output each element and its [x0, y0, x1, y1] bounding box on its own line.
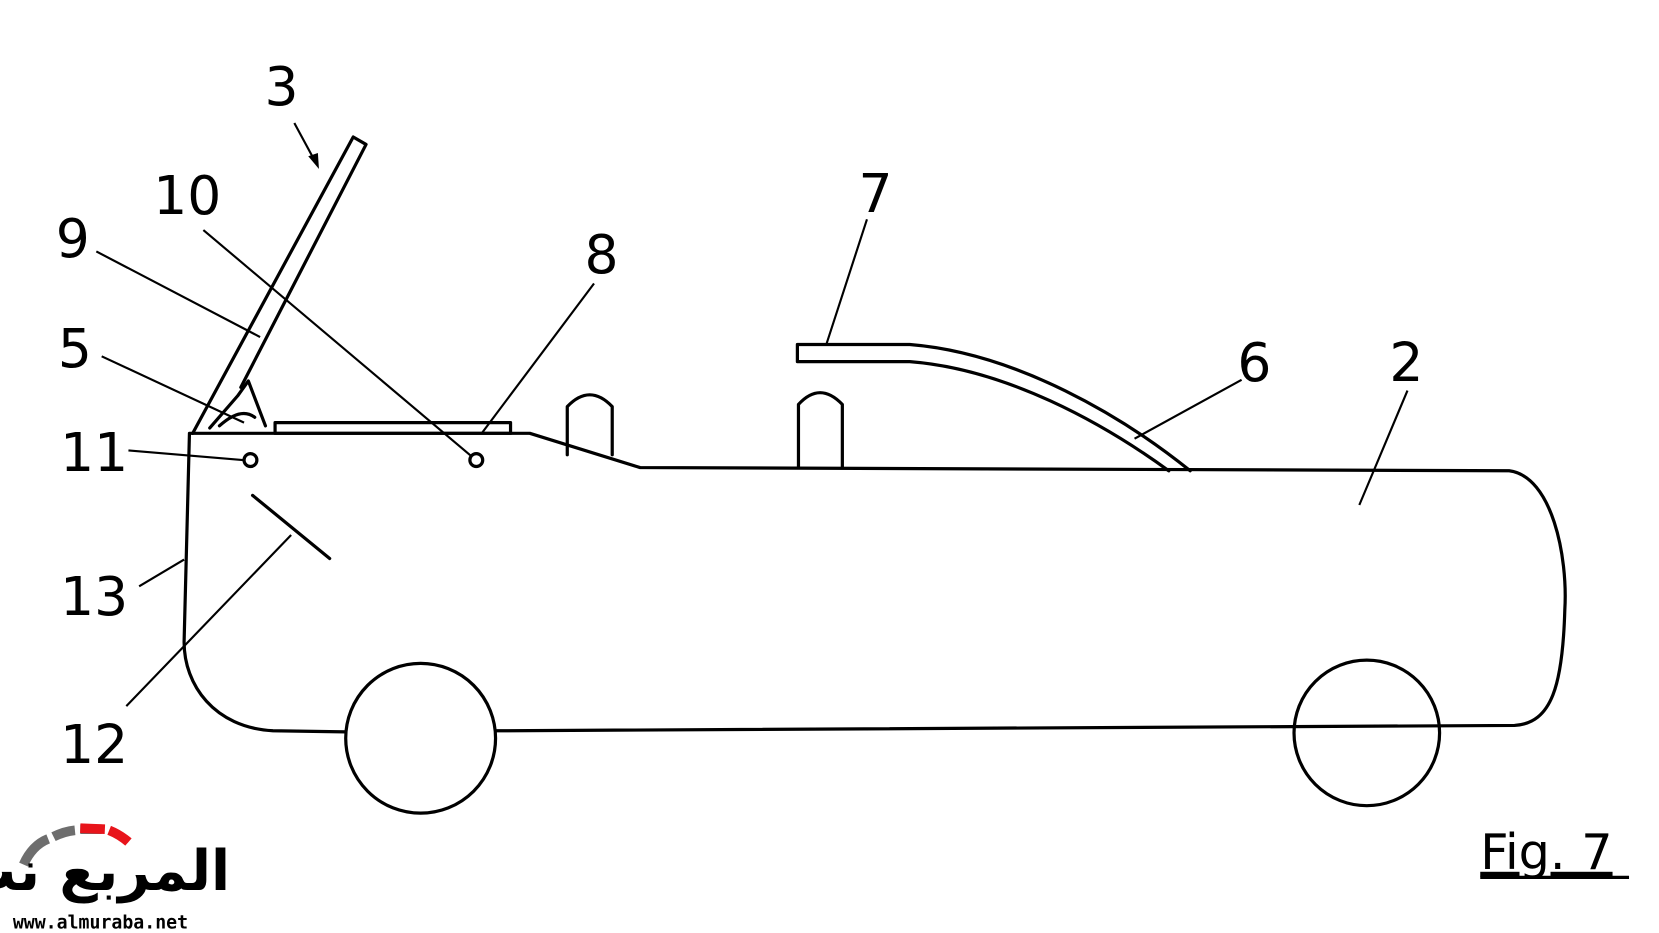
hinge	[208, 379, 268, 430]
watermark-logo: المربع نت www.almuraba.net	[0, 823, 230, 933]
label-8: 8	[584, 223, 618, 286]
element-12	[250, 493, 332, 561]
front-wheel	[1292, 658, 1442, 808]
rear-wheel	[344, 661, 498, 815]
label-6: 6	[1237, 331, 1271, 394]
label-10: 10	[153, 164, 221, 227]
pivot-10	[468, 452, 485, 469]
pivot-11	[242, 452, 259, 469]
label-12: 12	[60, 713, 128, 776]
rear-headrest	[565, 393, 614, 457]
label-7: 7	[858, 162, 892, 225]
figure-caption: Fig. 7	[1480, 823, 1612, 881]
label-9: 9	[56, 207, 90, 270]
label-5: 5	[58, 317, 92, 380]
leader-lines	[95, 122, 1409, 707]
windshield-frame	[795, 342, 1192, 473]
front-headrest	[796, 391, 844, 470]
label-13: 13	[60, 565, 128, 628]
watermark-url: www.almuraba.net	[13, 913, 188, 933]
lid	[191, 135, 368, 435]
car-body	[182, 431, 1567, 734]
panel	[273, 421, 513, 435]
svg-text:المربع نت: المربع نت	[0, 839, 230, 904]
label-3: 3	[264, 55, 298, 118]
label-2: 2	[1389, 331, 1423, 394]
label-11: 11	[60, 421, 128, 484]
